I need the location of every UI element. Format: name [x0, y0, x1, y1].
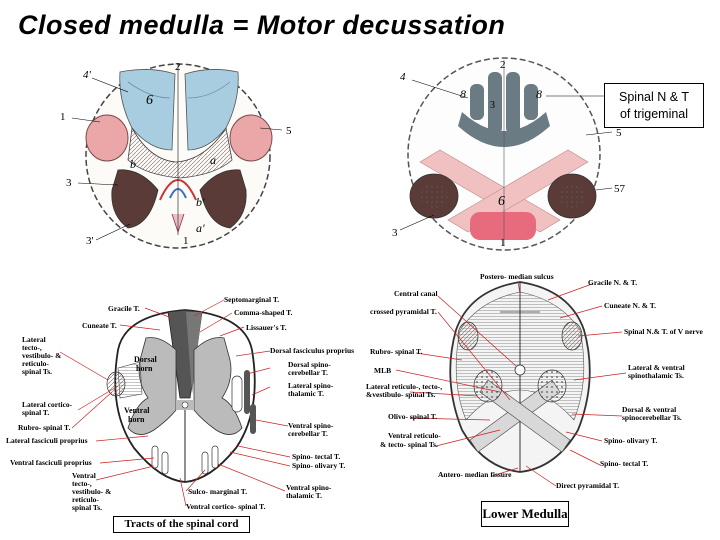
ventral-tecto-label-4: reticulo-: [72, 495, 99, 504]
antero-median-label: Antero- median fissure: [438, 470, 512, 479]
lateral-tecto-label-2: tecto-,: [22, 343, 42, 352]
spinal-tracts-caption: Tracts of the spinal cord: [113, 516, 250, 533]
olivospinal-label: Olivo- spinal T.: [388, 412, 437, 421]
callout-line-2: of trigeminal: [619, 107, 689, 121]
lower-medulla-caption: Lower Medulla: [481, 501, 569, 527]
cuneate-tract-label: Cuneate T.: [82, 321, 117, 330]
lateral-corticospinal-label-1: Lateral cortico-: [22, 400, 73, 409]
ventral-corticospinal-label: Ventral cortico- spinal T.: [186, 502, 266, 511]
ventral-spinocerebellar-label-2: cerebellar T.: [288, 429, 328, 438]
gracile-nucleus-label: Gracile N. & T.: [588, 278, 637, 287]
rubrospinal-medulla-label: Rubro- spinal T.: [370, 347, 422, 356]
comma-shaped-label: Comma-shaped T.: [234, 308, 293, 317]
sulcomarginal-label: Sulco- marginal T.: [188, 487, 247, 496]
lateral-tecto-label-1: Lateral: [22, 335, 46, 344]
label-left-3: 3: [66, 177, 72, 189]
ventral-horn-label-2: horn: [128, 415, 145, 424]
spino-olivary-medulla-label: Spino- olivary T.: [604, 436, 657, 445]
rubrospinal-label: Rubro- spinal T.: [18, 423, 70, 432]
dorsal-horn-label-2: horn: [136, 364, 153, 373]
lateral-reticulo-label-2: &vestibulo- spinal Ts.: [366, 390, 436, 399]
ventral-horn-label-1: Ventral: [124, 406, 150, 415]
mlb-label: MLB: [374, 366, 391, 375]
label-left-1b: 1: [183, 235, 189, 247]
label-right-5: 5: [616, 127, 622, 139]
label-right-8b: 8: [536, 87, 542, 101]
ventral-fasciculi-label: Ventral fasciculi proprius: [10, 458, 92, 467]
ventral-tecto-label-5: spinal Ts.: [72, 503, 102, 512]
lissauer-label: Lissauer's T.: [246, 323, 287, 332]
central-canal-label: Central canal: [394, 289, 438, 298]
label-right-4: 4: [400, 71, 406, 83]
trigeminal-callout: Spinal N & T of trigeminal: [604, 83, 704, 128]
ventral-spinocerebellar-label-1: Ventral spino-: [288, 421, 334, 430]
spinal-cord-tracts-figure: Dorsal horn Ventral horn Se: [6, 295, 354, 512]
lateral-fasciculi-label: Lateral fasciculi proprius: [6, 436, 88, 445]
label-right-3a: 3: [490, 100, 495, 111]
lateral-tecto-label-4: reticulo-: [22, 359, 49, 368]
ventral-reticulo-label-2: & tecto- spinal Ts.: [380, 440, 438, 449]
lateral-tecto-label-5: spinal Ts.: [22, 367, 52, 376]
lateral-corticospinal-label-2: spinal T.: [22, 408, 49, 417]
lateral-spinothalamic-label-1: Lateral spino-: [288, 381, 334, 390]
lower-medulla-figure: Postero- median sulcus Gracile N. & T. C…: [366, 272, 704, 490]
lateral-ventral-label-1: Lateral & ventral: [628, 363, 685, 372]
dorsal-spinocerebellar-label-2: cerebellar T.: [288, 368, 328, 377]
label-left-b: b: [130, 157, 136, 171]
spinotectal-medulla-label: Spino- tectal T.: [600, 459, 648, 468]
dorsal-fasciculus-label: Dorsal fasciculus proprius: [270, 346, 354, 355]
label-left-bp: b': [196, 195, 205, 209]
label-left-4p: 4': [83, 69, 92, 81]
spinal-trigeminal-label: Spinal N.& T. of V nerve: [624, 327, 704, 336]
ventral-tecto-label-1: Ventral: [72, 471, 96, 480]
dorsal-ventral-spinocerebellar-label-1: Dorsal & ventral: [622, 405, 676, 414]
callout-line-1: Spinal N & T: [619, 90, 689, 104]
lateral-ventral-label-2: spinothalamic Ts.: [628, 371, 684, 380]
dorsal-horn-label-1: Dorsal: [134, 355, 157, 364]
ventral-spinothalamic-label-1: Ventral spino-: [286, 483, 332, 492]
label-left-ap: a': [196, 221, 205, 235]
gracile-tract-label: Gracile T.: [108, 304, 140, 313]
closed-medulla-figure-left: 4' 2 1 6 5 3 3' a a' b b' 1: [60, 61, 292, 249]
ventral-tecto-label-3: vestibulo- &: [72, 487, 111, 496]
label-right-3: 3: [392, 227, 398, 239]
label-right-57: 57: [614, 183, 626, 195]
ventral-reticulo-label-1: Ventral reticulo-: [388, 431, 441, 440]
label-left-3p: 3': [86, 235, 94, 247]
label-right-6: 6: [498, 194, 505, 209]
label-left-6: 6: [146, 93, 153, 108]
page-title: Closed medulla = Motor decussation: [18, 10, 506, 40]
postero-median-label: Postero- median sulcus: [480, 272, 554, 281]
lateral-spinothalamic-label-2: thalamic T.: [288, 389, 324, 398]
dorsal-spinocerebellar-label-1: Dorsal spino-: [288, 360, 331, 369]
direct-pyramidal-label: Direct pyramidal T.: [556, 481, 619, 490]
cuneate-nucleus-label: Cuneate N. & T.: [604, 301, 656, 310]
septomarginal-label: Septomarginal T.: [224, 295, 279, 304]
label-left-a: a: [210, 153, 216, 167]
spinotectal-label: Spino- tectal T.: [292, 452, 340, 461]
label-right-8a: 8: [460, 87, 466, 101]
label-right-1: 1: [500, 237, 506, 249]
ventral-spinothalamic-label-2: thalamic T.: [286, 491, 322, 500]
lateral-tecto-label-3: vestibulo- &: [22, 351, 61, 360]
dorsal-ventral-spinocerebellar-label-2: spinocerebellar Ts.: [622, 413, 682, 422]
label-left-1: 1: [60, 111, 66, 123]
label-left-5: 5: [286, 125, 292, 137]
label-right-2: 2: [500, 59, 506, 71]
closed-medulla-figure-right: 4 2 8 3 8 5 6 57 3 1: [392, 57, 626, 251]
spino-olivary-label: Spino- olivary T.: [292, 461, 345, 470]
crossed-pyramidal-label: crossed pyramidal T.: [370, 307, 437, 316]
lateral-reticulo-label-1: Lateral reticulo-, tecto-,: [366, 382, 442, 391]
label-left-2: 2: [175, 61, 181, 73]
ventral-tecto-label-2: tecto-,: [72, 479, 92, 488]
